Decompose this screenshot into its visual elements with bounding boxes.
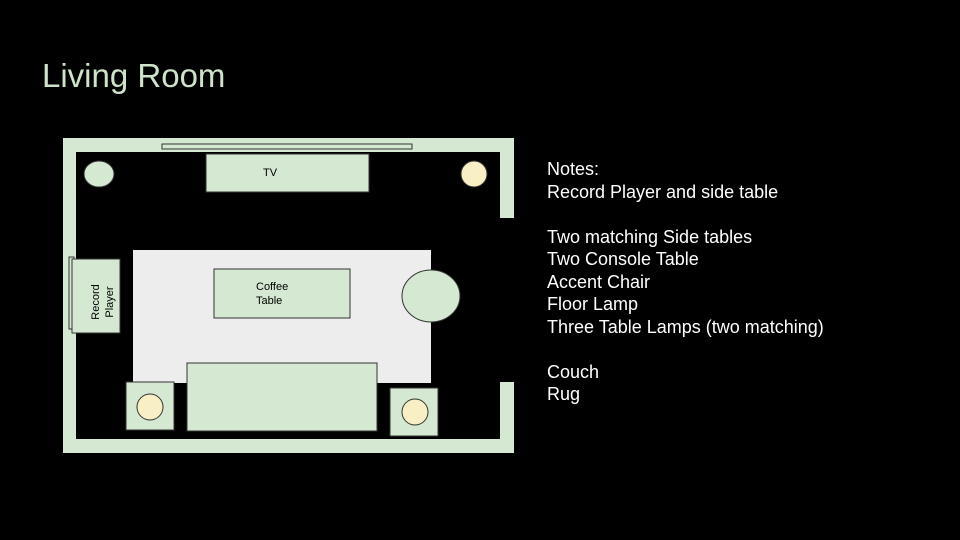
notes-item: Rug xyxy=(547,384,581,404)
table-lamp-icon xyxy=(401,398,429,426)
notes-spacer xyxy=(547,338,947,361)
tv-label: TV xyxy=(263,167,278,179)
page-title: Living Room xyxy=(42,57,226,94)
floor-lamp-icon xyxy=(83,160,115,188)
notes-list: Notes: Record Player and side table Two … xyxy=(547,158,947,406)
coffee-table xyxy=(213,268,351,319)
coffee-table-label-line2: Table xyxy=(256,295,282,307)
coffee-table-label-line1: Coffee xyxy=(256,281,288,293)
wall-bottom xyxy=(63,439,514,453)
tv-console xyxy=(205,153,370,193)
record-player-label-line1: Record xyxy=(90,284,102,319)
couch xyxy=(186,362,378,432)
notes-item: Two matching Side tables xyxy=(547,226,753,247)
notes-item: Floor Lamp xyxy=(547,294,639,314)
notes-spacer xyxy=(547,203,947,226)
window xyxy=(161,143,413,150)
table-lamp-icon xyxy=(136,393,164,421)
notes-item: Two Console Table xyxy=(547,249,699,269)
notes-item: Couch xyxy=(547,361,600,382)
wall-right-lower xyxy=(500,382,514,453)
accent-chair xyxy=(401,269,461,323)
record-player xyxy=(71,258,121,334)
table-lamp-icon xyxy=(460,160,488,188)
notes-heading: Notes: xyxy=(547,159,600,179)
notes-item: Three Table Lamps (two matching) xyxy=(547,316,824,337)
notes-item: Accent Chair xyxy=(547,271,651,292)
notes-item: Record Player and side table xyxy=(547,181,779,202)
record-player-label-line2: Player xyxy=(104,286,116,318)
wall-right-upper xyxy=(500,138,514,218)
